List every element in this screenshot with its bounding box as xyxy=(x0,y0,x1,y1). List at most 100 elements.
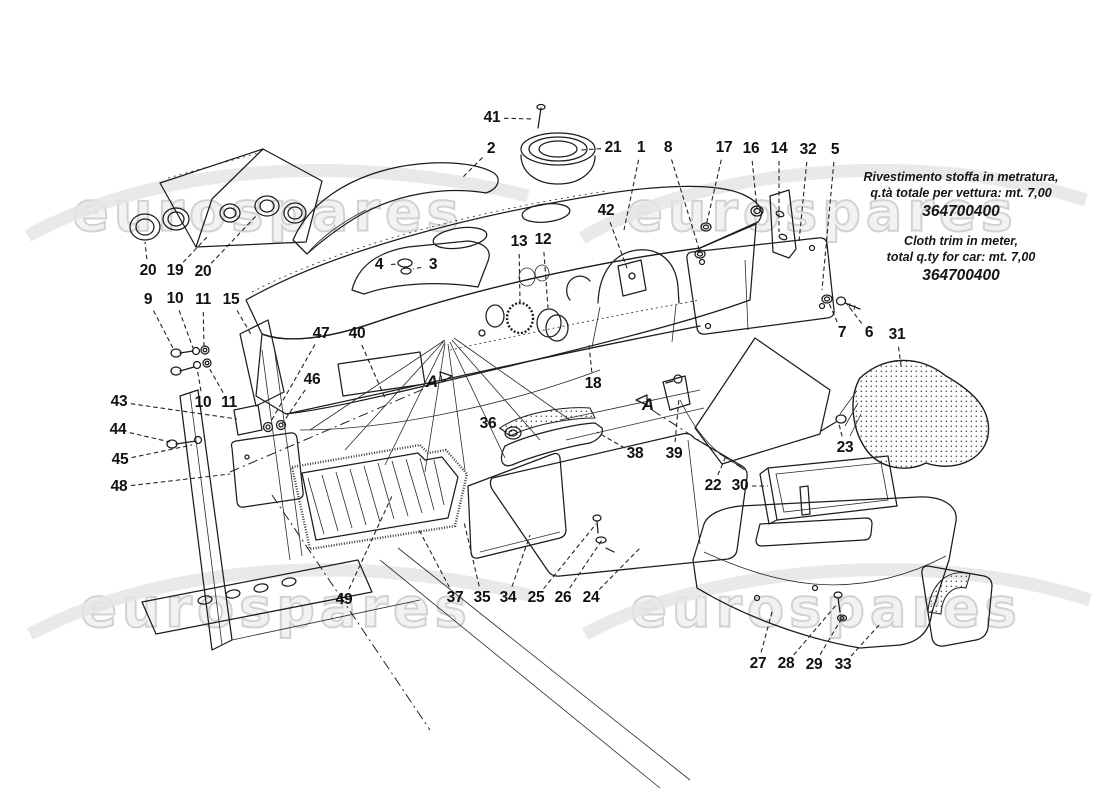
leader-line-26 xyxy=(569,539,603,589)
note-gap xyxy=(845,221,1077,234)
part-callout-42: 42 xyxy=(597,202,615,219)
section-label-A-2: A xyxy=(641,395,655,414)
part-callout-39: 39 xyxy=(665,445,683,462)
part-callout-17: 17 xyxy=(715,139,733,156)
part-callout-11: 11 xyxy=(195,291,211,308)
trim-note: Rivestimento stoffa in metratura, q.tà t… xyxy=(845,170,1077,285)
floor-grille-mat xyxy=(290,443,469,551)
note-it-line1: Rivestimento stoffa in metratura, xyxy=(863,170,1059,184)
leader-line-3 xyxy=(412,266,422,270)
note-en-line1: Cloth trim in meter, xyxy=(904,234,1018,248)
leader-line-15 xyxy=(236,310,253,337)
part-callout-41: 41 xyxy=(483,109,501,126)
part-callout-10: 10 xyxy=(166,290,184,307)
note-it-part-number: 364700400 xyxy=(922,203,1000,220)
watermark-text-3: eurospares xyxy=(79,576,472,641)
pillar-trim xyxy=(166,319,304,508)
part-callout-30: 30 xyxy=(731,477,749,494)
part-callout-14: 14 xyxy=(770,140,788,157)
watermark-text-4: eurospares xyxy=(629,576,1022,641)
gauge-rings xyxy=(478,264,591,342)
part-callout-26: 26 xyxy=(554,589,572,606)
part-callout-32: 32 xyxy=(799,141,817,158)
part-callout-44: 44 xyxy=(109,421,127,438)
part-callout-21: 21 xyxy=(604,139,622,156)
leader-line-10 xyxy=(196,367,202,392)
part-callout-35: 35 xyxy=(473,589,491,606)
leader-line-6 xyxy=(846,303,863,324)
leader-line-12 xyxy=(543,251,549,309)
leader-line-11 xyxy=(207,365,224,393)
part-callout-18: 18 xyxy=(584,375,602,392)
part-callout-8: 8 xyxy=(663,139,673,156)
note-en-part-number: 364700400 xyxy=(922,267,1000,284)
part-callout-48: 48 xyxy=(110,478,128,495)
leader-line-2 xyxy=(461,157,483,179)
leader-line-38 xyxy=(596,431,625,449)
leader-line-23 xyxy=(838,423,843,437)
part-callout-20: 20 xyxy=(139,262,157,279)
leader-line-46 xyxy=(281,389,306,425)
part-callout-20: 20 xyxy=(194,263,212,280)
leader-line-40 xyxy=(361,344,386,399)
part-callout-7: 7 xyxy=(837,324,847,341)
part-callout-24: 24 xyxy=(582,589,600,606)
under-dash-panel-right xyxy=(686,237,835,335)
leader-line-49 xyxy=(348,495,393,590)
screw-41 xyxy=(536,103,546,129)
part-callout-5: 5 xyxy=(830,141,840,158)
part-callout-2: 2 xyxy=(486,140,496,157)
part-callout-29: 29 xyxy=(805,656,823,673)
leader-line-18 xyxy=(588,344,593,373)
part-callout-1: 1 xyxy=(636,139,646,156)
console-side-panels xyxy=(467,432,748,577)
part-callout-33: 33 xyxy=(834,656,852,673)
part-callout-45: 45 xyxy=(111,451,129,468)
speaker-grille xyxy=(520,132,596,185)
lower-panel-right xyxy=(662,337,847,469)
part-callout-40: 40 xyxy=(348,325,366,342)
part-callout-11: 11 xyxy=(221,394,237,411)
leader-line-13 xyxy=(518,253,521,303)
leader-line-44 xyxy=(129,432,171,443)
note-it-line2: q.tà totale per vettura: mt. 7,00 xyxy=(870,185,1052,200)
part-callout-47: 47 xyxy=(312,325,330,342)
section-label-A-1: A xyxy=(425,372,439,391)
part-callout-3: 3 xyxy=(428,256,438,273)
part-callout-38: 38 xyxy=(626,445,644,462)
part-callout-13: 13 xyxy=(510,233,528,250)
frame-left xyxy=(141,345,749,789)
part-callout-49: 49 xyxy=(335,591,353,608)
part-callout-37: 37 xyxy=(446,589,464,606)
leader-line-9 xyxy=(153,310,175,351)
part-callout-43: 43 xyxy=(110,393,128,410)
leader-line-39 xyxy=(674,397,680,443)
part-callout-36: 36 xyxy=(479,415,497,432)
part-callout-12: 12 xyxy=(534,231,552,248)
part-callout-27: 27 xyxy=(749,655,767,672)
part-callout-4: 4 xyxy=(374,256,384,273)
tunnel-sill-piece xyxy=(499,407,604,467)
part-callout-15: 15 xyxy=(222,291,240,308)
part-callout-16: 16 xyxy=(742,140,760,157)
part-callout-9: 9 xyxy=(143,291,153,308)
part-callout-25: 25 xyxy=(527,589,545,606)
leader-line-31 xyxy=(897,346,902,367)
leader-line-10 xyxy=(178,310,194,349)
leader-line-20 xyxy=(144,241,148,260)
leader-line-36 xyxy=(498,427,507,432)
part-callout-34: 34 xyxy=(499,589,517,606)
part-callout-10: 10 xyxy=(194,394,212,411)
bracket-tray xyxy=(759,455,898,525)
part-callout-22: 22 xyxy=(704,477,722,494)
leader-line-11 xyxy=(202,311,205,348)
leader-line-48 xyxy=(130,473,231,487)
leader-line-34 xyxy=(511,534,531,587)
leader-line-7 xyxy=(827,300,838,323)
leader-line-41 xyxy=(503,117,535,120)
cloth-trim-piece xyxy=(839,359,990,469)
leader-line-22 xyxy=(717,455,727,476)
leader-line-21 xyxy=(579,148,602,151)
part-callout-23: 23 xyxy=(836,439,854,456)
